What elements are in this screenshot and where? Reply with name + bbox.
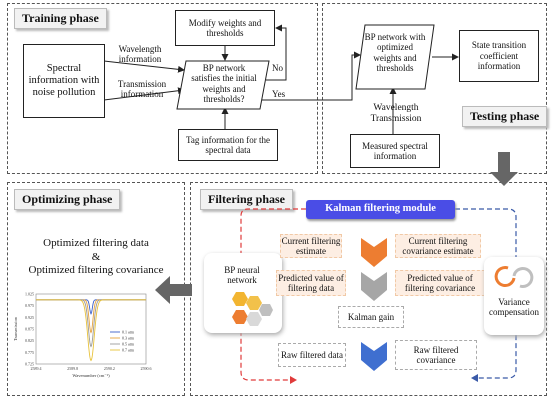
arrow-no [266, 24, 287, 81]
chart-legend-label: 0.1 atm [122, 330, 135, 335]
chart-xtick-label: 2590.6 [141, 366, 152, 371]
predicted-covariance-box: Predicted value of filtering covariance [395, 270, 485, 296]
kalman-module-box: Kalman filtering module [306, 200, 455, 219]
chart-xtick-label: 2589.8 [67, 366, 78, 371]
wavelength-transmission-label: Wavelength Transmission [370, 103, 422, 124]
testing-panel [322, 3, 547, 174]
chart-xtick-label: 2589.4 [31, 366, 42, 371]
chart-legend-label: 0.7 atm [122, 348, 135, 353]
tag-information-text: Tag information for the spectral data [185, 134, 271, 155]
decision-text: BP network satisfies the initial weights… [191, 63, 257, 105]
training-phase-title: Training phase [14, 8, 107, 29]
chevron-blue-icon [361, 342, 387, 371]
bp-neural-text: BP neural network [224, 265, 260, 286]
chart-ytick-label: 0.825 [25, 338, 34, 343]
measured-spectral-text: Measured spectral information [362, 140, 428, 161]
chart-xlabel: Wavenumber (cm⁻¹) [72, 373, 110, 378]
kalman-module-text: Kalman filtering module [325, 203, 436, 215]
arrow-transmission [103, 87, 185, 101]
chart-ytick-label: 0.975 [25, 303, 34, 308]
hexagon-network-icon [232, 292, 273, 326]
no-label: No [272, 63, 283, 73]
raw-covariance-text: Raw filtered covariance [413, 344, 459, 365]
transmission-label: Transmission information [117, 79, 167, 100]
kalman-gain-box: Kalman gain [338, 306, 404, 328]
variance-text: Variance compensation [489, 297, 539, 318]
state-transition-text: State transition coefficient information [471, 40, 527, 72]
chart-ylabel: Transmission [13, 316, 18, 341]
current-covariance-text: Current filtering covariance estimate [402, 235, 474, 256]
modify-weights-box: Modify weights and thresholds [175, 10, 275, 46]
arrow-yes [262, 51, 361, 101]
predicted-data-text: Predicted value of filtering data [278, 272, 344, 293]
optimized-amp-text: & [91, 251, 101, 263]
bp-optimized-text: BP network with optimized weights and th… [364, 32, 426, 74]
blue-dashed-loop [455, 208, 517, 379]
current-covariance-box: Current filtering covariance estimate [395, 234, 481, 258]
optimized-data-text: Optimized filtering data [43, 237, 149, 249]
training-panel [7, 3, 318, 174]
tag-information-box: Tag information for the spectral data [178, 129, 278, 161]
chart-legend-label: 0.3 atm [122, 336, 135, 341]
optimizing-phase-title: Optimizing phase [14, 189, 121, 210]
spectral-input-text: Spectral information with noise pollutio… [28, 62, 100, 99]
chart-ytick-label: 0.875 [25, 327, 34, 332]
optimized-covariance-text: Optimized filtering covariance [28, 264, 164, 276]
kalman-gain-text: Kalman gain [347, 311, 395, 322]
current-estimate-text: Current filtering estimate [281, 235, 341, 256]
decision-parallelogram [176, 60, 270, 110]
gray-arrow-down [490, 152, 518, 186]
current-estimate-box: Current filtering estimate [280, 234, 342, 258]
chart-plot-area [35, 293, 147, 365]
raw-data-box: Raw filtered data [278, 343, 346, 367]
predicted-covariance-text: Predicted value of filtering covariance [404, 272, 476, 293]
chevron-gray-icon [361, 272, 387, 301]
chart-ytick-label: 0.725 [25, 362, 34, 367]
cycle-arrows-icon [494, 266, 534, 288]
variance-card [484, 257, 544, 335]
raw-data-text: Raw filtered data [281, 349, 343, 360]
wavelength-label: Wavelength information [118, 44, 162, 65]
chart-ytick-label: 0.775 [25, 350, 34, 355]
arrow-wavelength [103, 60, 185, 73]
chart-legend-label: 0.5 atm [122, 342, 135, 347]
modify-weights-text: Modify weights and thresholds [188, 17, 262, 38]
transmission-chart: 1.0250.9750.9250.8750.8250.7750.7252589.… [13, 292, 152, 379]
measured-spectral-box: Measured spectral information [350, 134, 440, 168]
yes-label: Yes [272, 89, 286, 99]
chart-ytick-label: 1.025 [25, 292, 34, 297]
gray-arrow-left [155, 276, 192, 304]
state-transition-box: State transition coefficient information [459, 30, 539, 82]
chart-xtick-label: 2590.2 [104, 366, 115, 371]
predicted-data-box: Predicted value of filtering data [276, 270, 346, 296]
chart-series-line [36, 299, 146, 362]
chart-ytick-label: 0.925 [25, 315, 34, 320]
bp-optimized-parallelogram [355, 24, 435, 90]
spectral-input-box: Spectral information with noise pollutio… [23, 44, 105, 118]
chevron-orange-icon [361, 238, 387, 267]
raw-covariance-box: Raw filtered covariance [395, 340, 477, 370]
testing-phase-title: Testing phase [462, 106, 548, 127]
